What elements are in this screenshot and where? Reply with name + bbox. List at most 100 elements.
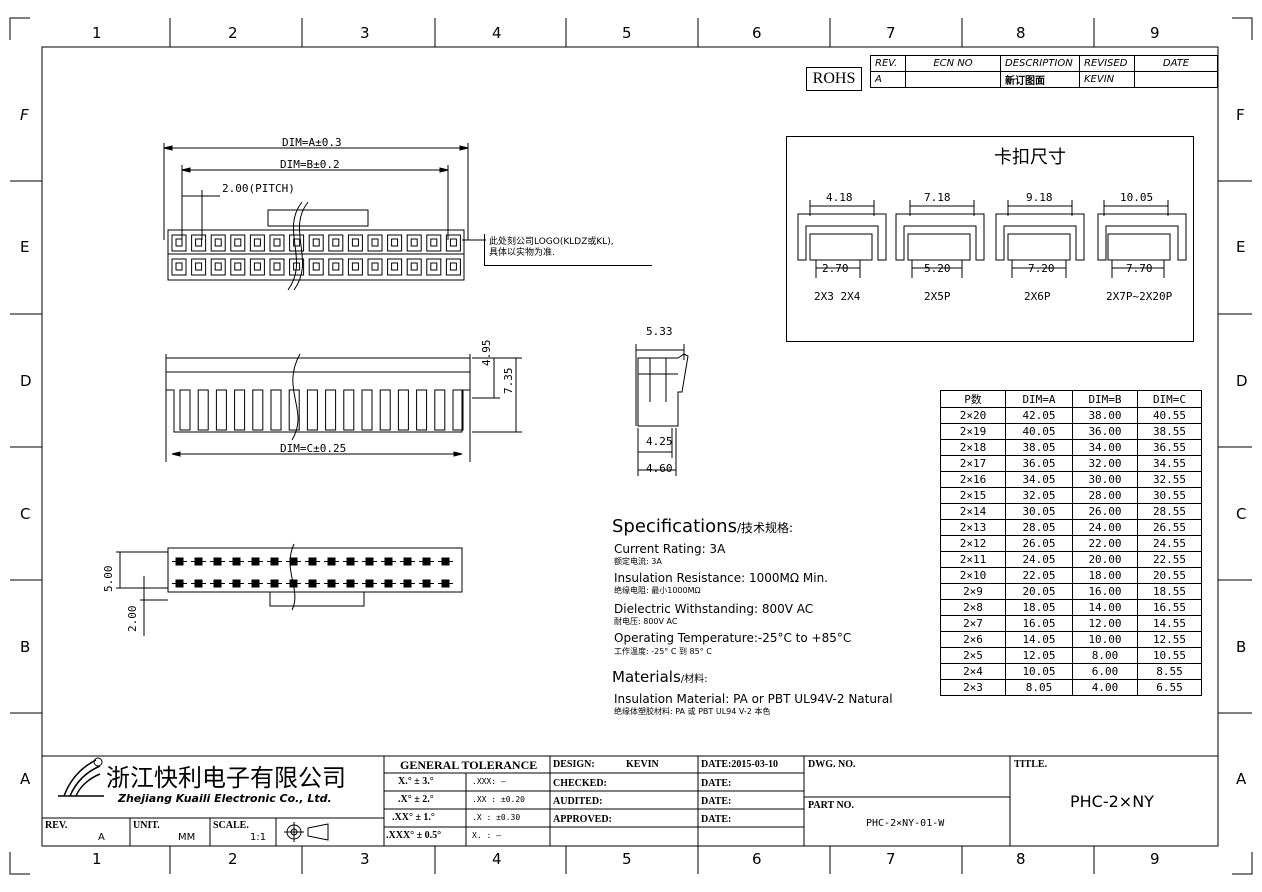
specs-title: Specifications/技术规格:: [612, 516, 793, 537]
pin-contact: [351, 262, 359, 271]
zone-col-9-bottom: 9: [1150, 850, 1160, 868]
materials-title-en: Materials: [612, 668, 681, 686]
zone-col-2: 2: [228, 24, 238, 42]
pin-contact: [371, 238, 379, 247]
pin-cavity: [445, 258, 461, 276]
pin-cavity: [328, 234, 344, 252]
tol-linear-4: X. : —: [472, 831, 501, 840]
date-value-tb: 2015-03-10: [731, 759, 779, 770]
tol-angle-2: .X° ± 2.°: [398, 794, 434, 805]
pin-contact: [195, 238, 203, 247]
material-cn: 绝缘体塑胶材料: PA 或 PBT UL94 V-2 本色: [614, 707, 771, 716]
table-cell: 28.05: [1005, 519, 1073, 536]
zone-col-4-bottom: 4: [492, 850, 502, 868]
pin-contact: [175, 262, 183, 271]
pin-contact: [253, 238, 261, 247]
side-view-drawing: [635, 344, 689, 476]
table-cell: 2×6: [940, 631, 1006, 648]
pin-cavity: [191, 234, 207, 252]
table-cell: 16.00: [1072, 583, 1138, 600]
spec-insulation-cn: 绝缘电阻: 最小1000MΩ: [614, 586, 701, 595]
front-pin-slot: [197, 389, 209, 431]
pin-contact: [234, 262, 242, 271]
zone-row-b-right: B: [1236, 638, 1247, 656]
tol-angle-1: X.° ± 3.°: [398, 776, 434, 787]
dim-c-label: DIM=C±0.25: [280, 442, 347, 455]
front-pin-slot: [416, 389, 428, 431]
pin-contact: [214, 238, 222, 247]
front-pin-slot: [234, 389, 246, 431]
pin-contact: [449, 262, 457, 271]
zone-row-e-right: E: [1236, 238, 1246, 256]
description-value: 新订图面: [1000, 71, 1080, 88]
table-cell: 16.05: [1005, 615, 1073, 632]
zone-row-f-right: F: [1236, 106, 1245, 124]
latch-2-label: 2X5P: [924, 290, 951, 303]
table-cell: 22.55: [1137, 551, 1202, 568]
pin-contact: [332, 238, 340, 247]
pin-cavity: [406, 258, 422, 276]
latch-1-top: 4.18: [826, 191, 853, 204]
unit-value: MM: [178, 832, 196, 843]
pin-cavity: [367, 234, 383, 252]
latch-2-bottom: 5.20: [924, 262, 951, 275]
pin-contact: [195, 262, 203, 271]
spec-temperature-cn: 工作温度: -25° C 到 85° C: [614, 647, 712, 656]
logo-note-line-2: 具体以实物为准.: [489, 248, 555, 258]
pin-cavity: [210, 258, 226, 276]
audited-label: AUDITED:: [553, 796, 603, 807]
zone-col-6-bottom: 6: [752, 850, 762, 868]
table-cell: 2×16: [940, 471, 1006, 488]
date-label-4: DATE:: [701, 814, 732, 825]
pin-contact: [449, 238, 457, 247]
front-pin-slot: [434, 389, 446, 431]
drawing-title: PHC-2×NY: [1070, 792, 1154, 811]
pin-contact: [312, 238, 320, 247]
pin-cavity: [289, 258, 305, 276]
revision-table: REV. ECN NO DESCRIPTION REVISED DATE A 新…: [870, 55, 1218, 96]
front-pin-slot: [306, 389, 318, 431]
specs-title-cn: /技术规格:: [736, 521, 794, 535]
zone-row-c: C: [20, 505, 31, 523]
latch-3-top: 9.18: [1026, 191, 1053, 204]
col-a-header: DIM=A: [1005, 390, 1073, 408]
front-pin-slot: [179, 389, 191, 431]
tol-angle-4: .XXX° ± 0.5°: [386, 830, 442, 841]
latch-4-top: 10.05: [1120, 191, 1154, 204]
pin-cavity: [367, 258, 383, 276]
table-cell: 12.55: [1137, 631, 1202, 648]
dim-a-label: DIM=A±0.3: [282, 136, 342, 149]
pin-cavity: [328, 258, 344, 276]
front-pin-slot: [379, 389, 391, 431]
table-cell: 28.00: [1072, 487, 1138, 504]
table-cell: 6.55: [1137, 679, 1202, 696]
latch-4-label: 2X7P~2X20P: [1106, 290, 1173, 303]
pin-cavity: [426, 258, 442, 276]
zone-col-7-bottom: 7: [886, 850, 896, 868]
pin-contact: [430, 238, 438, 247]
zone-col-3: 3: [360, 24, 370, 42]
side-width-460: 4.60: [646, 462, 673, 475]
pin-cavity: [230, 234, 246, 252]
table-cell: 16.55: [1137, 599, 1202, 616]
front-pin-slot: [343, 389, 355, 431]
table-cell: 8.05: [1005, 679, 1073, 696]
pin-contact: [391, 262, 399, 271]
latch-title: 卡扣尺寸: [994, 147, 1066, 168]
zone-col-6: 6: [752, 24, 762, 42]
top-view-drawing: [163, 143, 486, 291]
zone-col-5-bottom: 5: [622, 850, 632, 868]
design-label: DESIGN:: [553, 759, 595, 770]
pin-cavity: [347, 234, 363, 252]
spec-insulation-en: Insulation Resistance: 1000MΩ Min.: [614, 571, 828, 585]
scale-value: 1:1: [250, 832, 267, 843]
rohs-mark: ROHS: [806, 67, 862, 91]
table-cell: 4.00: [1072, 679, 1138, 696]
